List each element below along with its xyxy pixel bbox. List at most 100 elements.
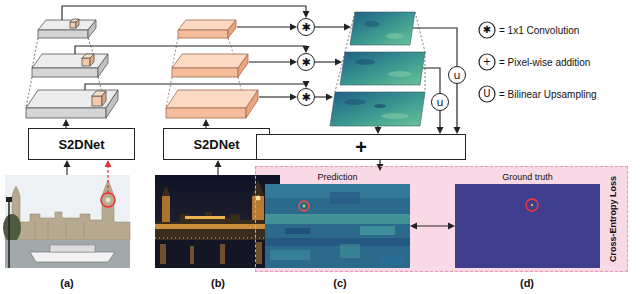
operator-circle: u	[431, 93, 449, 111]
loss-panel-ground	[255, 166, 628, 272]
feature-stack-b	[178, 20, 236, 30]
arrow-head	[290, 24, 297, 31]
wire	[423, 68, 440, 93]
focus-arrow	[107, 167, 108, 193]
prediction-heatmap	[270, 250, 310, 260]
photo-b	[155, 224, 280, 229]
wire	[259, 96, 291, 97]
feature-stack-a	[106, 90, 118, 118]
feature-stack-a	[76, 19, 79, 28]
wire	[315, 26, 345, 27]
prediction-heatmap	[303, 205, 305, 207]
feature-stack-b	[246, 90, 258, 118]
arrow-head	[215, 160, 222, 167]
wire	[66, 166, 67, 175]
heatmap-pyramid	[415, 12, 425, 52]
heatmap-image: Ground truth	[455, 171, 600, 268]
photo-a	[101, 193, 115, 207]
operator-circle: ✱	[297, 18, 315, 36]
prediction-heatmap	[265, 238, 410, 246]
feature-stack-a	[26, 108, 106, 118]
wire	[249, 61, 291, 62]
photo-a	[48, 222, 49, 238]
prediction-heatmap	[285, 228, 310, 234]
node-text: S2DNet	[193, 137, 239, 152]
figure-label: (d)	[520, 277, 534, 289]
photo-a	[35, 222, 84, 238]
arrow-head	[410, 223, 417, 230]
connector-line	[439, 111, 440, 128]
feature-stack-a	[92, 96, 102, 106]
arrow-head	[375, 127, 382, 134]
legend-symbol: ✱	[483, 25, 491, 35]
photo-a	[5, 175, 130, 268]
feature-stack-a	[88, 20, 96, 38]
connector	[437, 111, 444, 134]
legend-text: = Pixel-wise addition	[499, 57, 590, 68]
arrow-head	[344, 24, 351, 31]
node-text: Prediction	[265, 171, 410, 183]
photo-a	[66, 222, 67, 238]
arrow-head	[64, 160, 71, 167]
heatmap-pyramid	[374, 104, 386, 108]
connector-line	[416, 225, 449, 226]
photo-b	[252, 196, 264, 220]
heatmap-pyramid	[386, 33, 404, 39]
heatmap-image: Prediction	[265, 171, 410, 268]
heatmap-pyramid	[425, 52, 426, 92]
feature-stack-b	[166, 90, 258, 108]
arrow-head	[63, 119, 70, 126]
network-box: S2DNet	[28, 128, 135, 160]
legend-swatch	[479, 22, 495, 38]
heatmap-pyramid	[330, 92, 425, 126]
feature-stack-a	[70, 22, 76, 28]
wire	[75, 46, 306, 54]
feature-stack-a	[38, 30, 88, 38]
arrow-head	[290, 59, 297, 66]
arrow-head	[437, 127, 444, 134]
legend-text: = Bilinear Upsampling	[499, 89, 597, 100]
photo-b	[155, 238, 280, 239]
feature-stack-a	[82, 58, 90, 66]
heatmap-pyramid	[350, 12, 415, 45]
wire	[217, 166, 218, 175]
photo-a	[30, 252, 115, 262]
photo-b	[220, 244, 225, 264]
figure-label: (c)	[333, 277, 346, 289]
heatmap-pyramid	[340, 52, 425, 85]
operator-circle: ✱	[297, 53, 315, 71]
connector	[410, 223, 455, 230]
ground-truth-map	[455, 184, 600, 268]
photo-b	[190, 246, 194, 264]
wire	[237, 26, 291, 27]
photo-a	[5, 180, 130, 240]
focus-arrow	[105, 160, 112, 167]
arrow-head	[203, 119, 210, 126]
arrow-head	[326, 94, 333, 101]
loss-panel-ground	[255, 166, 628, 272]
feature-stack-a	[90, 54, 94, 66]
figure-label: (a)	[60, 277, 73, 289]
node-text: Ground truth	[455, 171, 600, 183]
node-text: Cross-Entropy Loss	[609, 176, 619, 262]
node-text: u	[454, 70, 461, 81]
feature-stack-b	[238, 54, 248, 77]
addition-box: +	[256, 134, 466, 160]
legend-swatch	[479, 22, 495, 102]
feature-stack-b	[172, 68, 238, 77]
operator-circle: ✱	[297, 88, 315, 106]
arrow-head	[303, 11, 310, 18]
arrow-head	[335, 59, 342, 66]
prediction-heatmap	[380, 255, 405, 265]
photo-b	[256, 242, 262, 264]
prediction-heatmap	[299, 201, 309, 211]
photo-a	[50, 245, 95, 252]
focus-arrow	[105, 160, 112, 193]
network-box: S2DNet	[163, 128, 270, 160]
prediction-heatmap	[265, 214, 410, 224]
feature-stack-a	[32, 54, 108, 68]
photo-a	[5, 240, 130, 268]
photo-b	[162, 196, 170, 222]
